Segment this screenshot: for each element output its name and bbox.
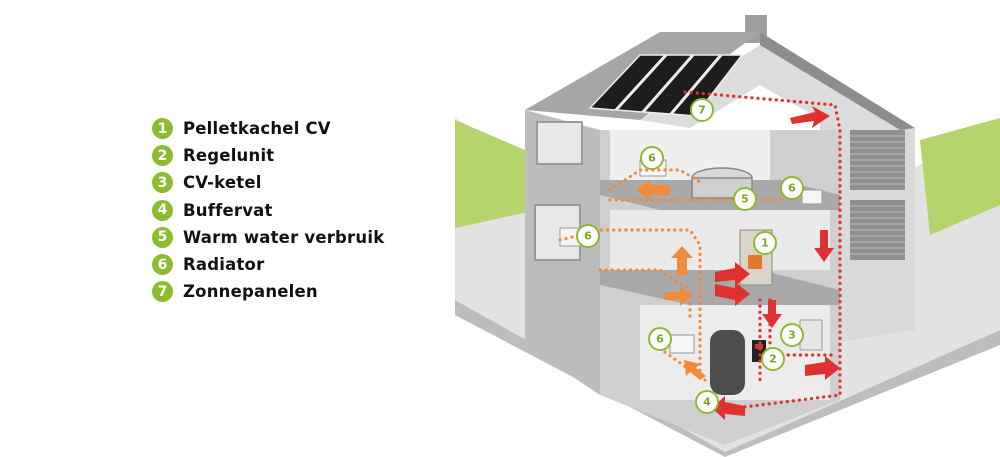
legend-number-badge: 7 xyxy=(152,281,173,303)
legend-number-badge: 3 xyxy=(152,172,173,194)
legend-label: Buffervat xyxy=(183,200,273,220)
pellet-stove-fire xyxy=(748,255,762,269)
legend-item-buffervat: 4 Buffervat xyxy=(152,197,432,224)
room-first xyxy=(610,210,830,270)
legend-label: Pelletkachel CV xyxy=(183,119,331,139)
legend-label: Zonnepanelen xyxy=(183,282,318,302)
legend-item-radiator: 6 Radiator xyxy=(152,251,432,278)
marker-regelunit: 2 xyxy=(761,347,785,371)
marker-buffervat: 4 xyxy=(695,390,719,414)
flow-arrows xyxy=(636,106,840,420)
radiator-first-right xyxy=(801,189,823,205)
control-unit-display xyxy=(755,344,763,349)
marker-cv-ketel: 3 xyxy=(780,323,804,347)
legend-item-pelletkachel: 1 Pelletkachel CV xyxy=(152,115,432,142)
marker-number: 6 xyxy=(584,230,592,243)
marker-number: 4 xyxy=(703,396,711,409)
legend-number-badge: 1 xyxy=(152,118,173,140)
ground-edge xyxy=(455,300,1000,457)
marker-pelletkachel: 1 xyxy=(753,231,777,255)
legend-item-regelunit: 2 Regelunit xyxy=(152,142,432,169)
marker-zonnepanelen: 7 xyxy=(690,98,714,122)
legend-item-warm-water: 5 Warm water verbruik xyxy=(152,224,432,251)
marker-number: 7 xyxy=(698,104,706,117)
roof-right xyxy=(760,32,915,130)
solar-panels xyxy=(588,54,744,117)
marker-number: 1 xyxy=(761,237,769,250)
legend: 1 Pelletkachel CV 2 Regelunit 3 CV-ketel… xyxy=(152,115,432,305)
shutter-lower xyxy=(850,200,905,260)
legend-label: Regelunit xyxy=(183,146,275,166)
radiator-ground xyxy=(669,334,695,354)
legend-item-zonnepanelen: 7 Zonnepanelen xyxy=(152,278,432,305)
shutter-upper xyxy=(850,130,905,190)
legend-label: Warm water verbruik xyxy=(183,227,385,247)
legend-label: CV-ketel xyxy=(183,173,262,193)
marker-number: 6 xyxy=(656,333,664,346)
marker-number: 6 xyxy=(648,152,656,165)
legend-number-badge: 4 xyxy=(152,199,173,221)
marker-number: 6 xyxy=(788,182,796,195)
marker-number: 2 xyxy=(769,353,777,366)
legend-item-cv-ketel: 3 CV-ketel xyxy=(152,169,432,196)
marker-radiator-attic: 6 xyxy=(640,146,664,170)
marker-radiator-ground: 6 xyxy=(648,327,672,351)
legend-number-badge: 6 xyxy=(152,254,173,276)
marker-radiator-first-left: 6 xyxy=(576,224,600,248)
marker-radiator-first-right: 6 xyxy=(780,176,804,200)
grass-right xyxy=(920,118,1000,235)
legend-label: Radiator xyxy=(183,255,265,275)
window-left-upper xyxy=(536,121,583,165)
marker-number: 5 xyxy=(741,193,749,206)
buffer-tank xyxy=(710,330,745,395)
legend-number-badge: 2 xyxy=(152,145,173,167)
marker-number: 3 xyxy=(788,329,796,342)
legend-number-badge: 5 xyxy=(152,226,173,248)
marker-warm-water: 5 xyxy=(733,187,757,211)
